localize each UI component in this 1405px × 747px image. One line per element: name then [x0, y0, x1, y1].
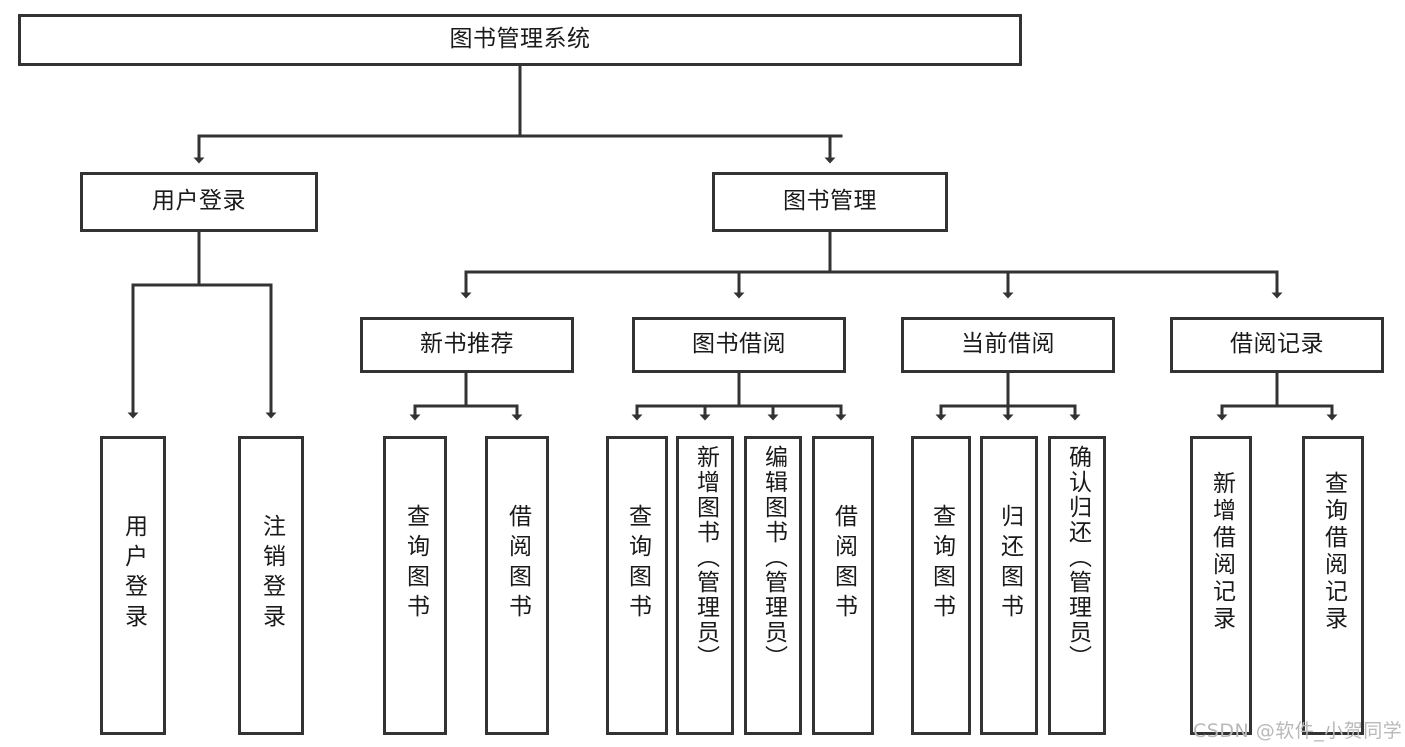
node-book-management[interactable]: 图书管理 [712, 172, 948, 232]
leaf-query-book-recommend[interactable]: 查询图书 [383, 436, 447, 735]
leaf-confirm-return-admin[interactable]: 确认归还（管理员） [1048, 436, 1106, 735]
node-label: 确认归还（管理员） [1064, 445, 1091, 670]
node-label: 查询图书 [928, 504, 955, 624]
node-label: 用户登录 [152, 188, 246, 215]
node-label: 查询图书 [402, 504, 429, 624]
node-label: 用户登录 [120, 514, 147, 634]
node-label: 图书管理系统 [449, 26, 591, 53]
leaf-borrow-book-recommend[interactable]: 借阅图书 [485, 436, 549, 735]
node-current-borrow[interactable]: 当前借阅 [901, 317, 1115, 373]
node-label: 查询借阅记录 [1320, 471, 1347, 633]
node-label: 注销登录 [258, 514, 285, 634]
leaf-add-book-admin[interactable]: 新增图书（管理员） [676, 436, 734, 735]
node-label: 当前借阅 [961, 331, 1055, 358]
leaf-add-borrow-record[interactable]: 新增借阅记录 [1190, 436, 1252, 735]
leaf-logout[interactable]: 注销登录 [238, 436, 304, 735]
node-label: 编辑图书（管理员） [760, 445, 787, 670]
node-user-login[interactable]: 用户登录 [80, 172, 318, 232]
node-label: 新书推荐 [420, 331, 514, 358]
node-label: 图书借阅 [692, 331, 786, 358]
node-label: 归还图书 [996, 504, 1023, 624]
node-label: 新增借阅记录 [1208, 471, 1235, 633]
leaf-query-book-borrow[interactable]: 查询图书 [606, 436, 668, 735]
node-label: 借阅图书 [830, 504, 857, 624]
leaf-user-login[interactable]: 用户登录 [100, 436, 166, 735]
leaf-query-borrow-record[interactable]: 查询借阅记录 [1302, 436, 1364, 735]
node-label: 查询图书 [624, 504, 651, 624]
node-label: 借阅图书 [504, 504, 531, 624]
node-book-borrow[interactable]: 图书借阅 [632, 317, 846, 373]
leaf-edit-book-admin[interactable]: 编辑图书（管理员） [744, 436, 802, 735]
node-label: 借阅记录 [1230, 331, 1324, 358]
node-label: 新增图书（管理员） [692, 445, 719, 670]
node-borrow-record[interactable]: 借阅记录 [1170, 317, 1384, 373]
node-new-book-recommend[interactable]: 新书推荐 [360, 317, 574, 373]
leaf-borrow-book-borrow[interactable]: 借阅图书 [812, 436, 874, 735]
node-root-system[interactable]: 图书管理系统 [18, 14, 1022, 66]
leaf-return-book[interactable]: 归还图书 [980, 436, 1038, 735]
node-label: 图书管理 [783, 188, 877, 215]
leaf-query-book-current[interactable]: 查询图书 [911, 436, 971, 735]
